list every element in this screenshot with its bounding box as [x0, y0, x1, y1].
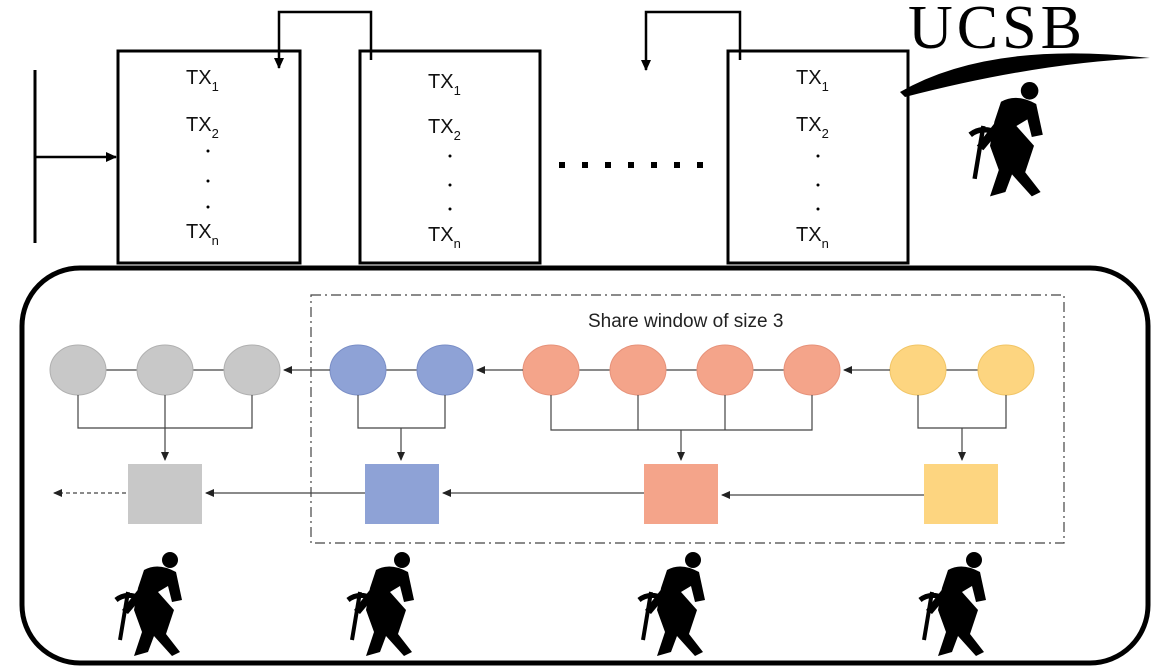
share-window-label: Share window of size 3: [588, 311, 783, 332]
share-node: [783, 344, 841, 396]
share-group-gray: [49, 344, 281, 524]
block-1: TX1 TX2 TXn: [116, 49, 302, 265]
miner-icon: [920, 552, 986, 656]
share-node: [416, 344, 474, 396]
logo-swoosh: [900, 53, 1150, 97]
share-node: [609, 344, 667, 396]
tx-last-label: TXn: [796, 224, 829, 251]
share-node: [329, 344, 387, 396]
block-link-arrow: [641, 10, 742, 71]
ellipsis-dot: [448, 154, 452, 158]
miner-icon: [348, 552, 414, 656]
ellipsis-dot: [448, 207, 452, 211]
share-node: [977, 344, 1035, 396]
ucsb-miner-logo-icon: [970, 82, 1043, 196]
share-node: [49, 344, 107, 396]
ellipsis-dot: [206, 205, 210, 209]
ucsb-logo: UCSB: [900, 0, 1150, 196]
tx-first-label: TX1: [186, 67, 219, 94]
ellipsis-dot: [206, 179, 210, 183]
tx-last-label: TXn: [428, 224, 461, 251]
miner-icon: [639, 552, 705, 656]
ucsb-logo-text: UCSB: [908, 0, 1086, 62]
tx-second-label: TX2: [428, 116, 461, 143]
tx-last-label: TXn: [186, 221, 219, 248]
blockchain: TX1 TX2 TXn TX1 TX2 TXn: [33, 10, 910, 265]
share-node: [223, 344, 281, 396]
tx-second-label: TX2: [186, 114, 219, 141]
tx-first-label: TX1: [428, 71, 461, 98]
ellipsis-dot: [206, 149, 210, 153]
tx-first-label: TX1: [796, 67, 829, 94]
share-node: [522, 344, 580, 396]
share-node: [696, 344, 754, 396]
share-group-yellow: [889, 344, 1035, 524]
ellipsis-dot: [816, 154, 820, 158]
share-block: [644, 464, 718, 524]
share-block: [924, 464, 998, 524]
sharechain-container: [19, 265, 1151, 666]
share-block: [128, 464, 202, 524]
share-group-orange: [522, 344, 841, 524]
share-node: [136, 344, 194, 396]
chain-ellipsis: [559, 162, 703, 168]
ellipsis-dot: [816, 207, 820, 211]
block-3: TX1 TX2 TXn: [726, 49, 910, 265]
tx-second-label: TX2: [796, 114, 829, 141]
share-group-blue: [329, 344, 474, 524]
share-block: [365, 464, 439, 524]
share-node: [889, 344, 947, 396]
block-link-arrow: [274, 10, 373, 69]
ellipsis-dot: [448, 183, 452, 187]
ellipsis-dot: [816, 183, 820, 187]
block-2: TX1 TX2 TXn: [358, 49, 542, 265]
sharechain-panel: Share window of size 3: [19, 265, 1151, 666]
miner-icon: [116, 552, 182, 656]
